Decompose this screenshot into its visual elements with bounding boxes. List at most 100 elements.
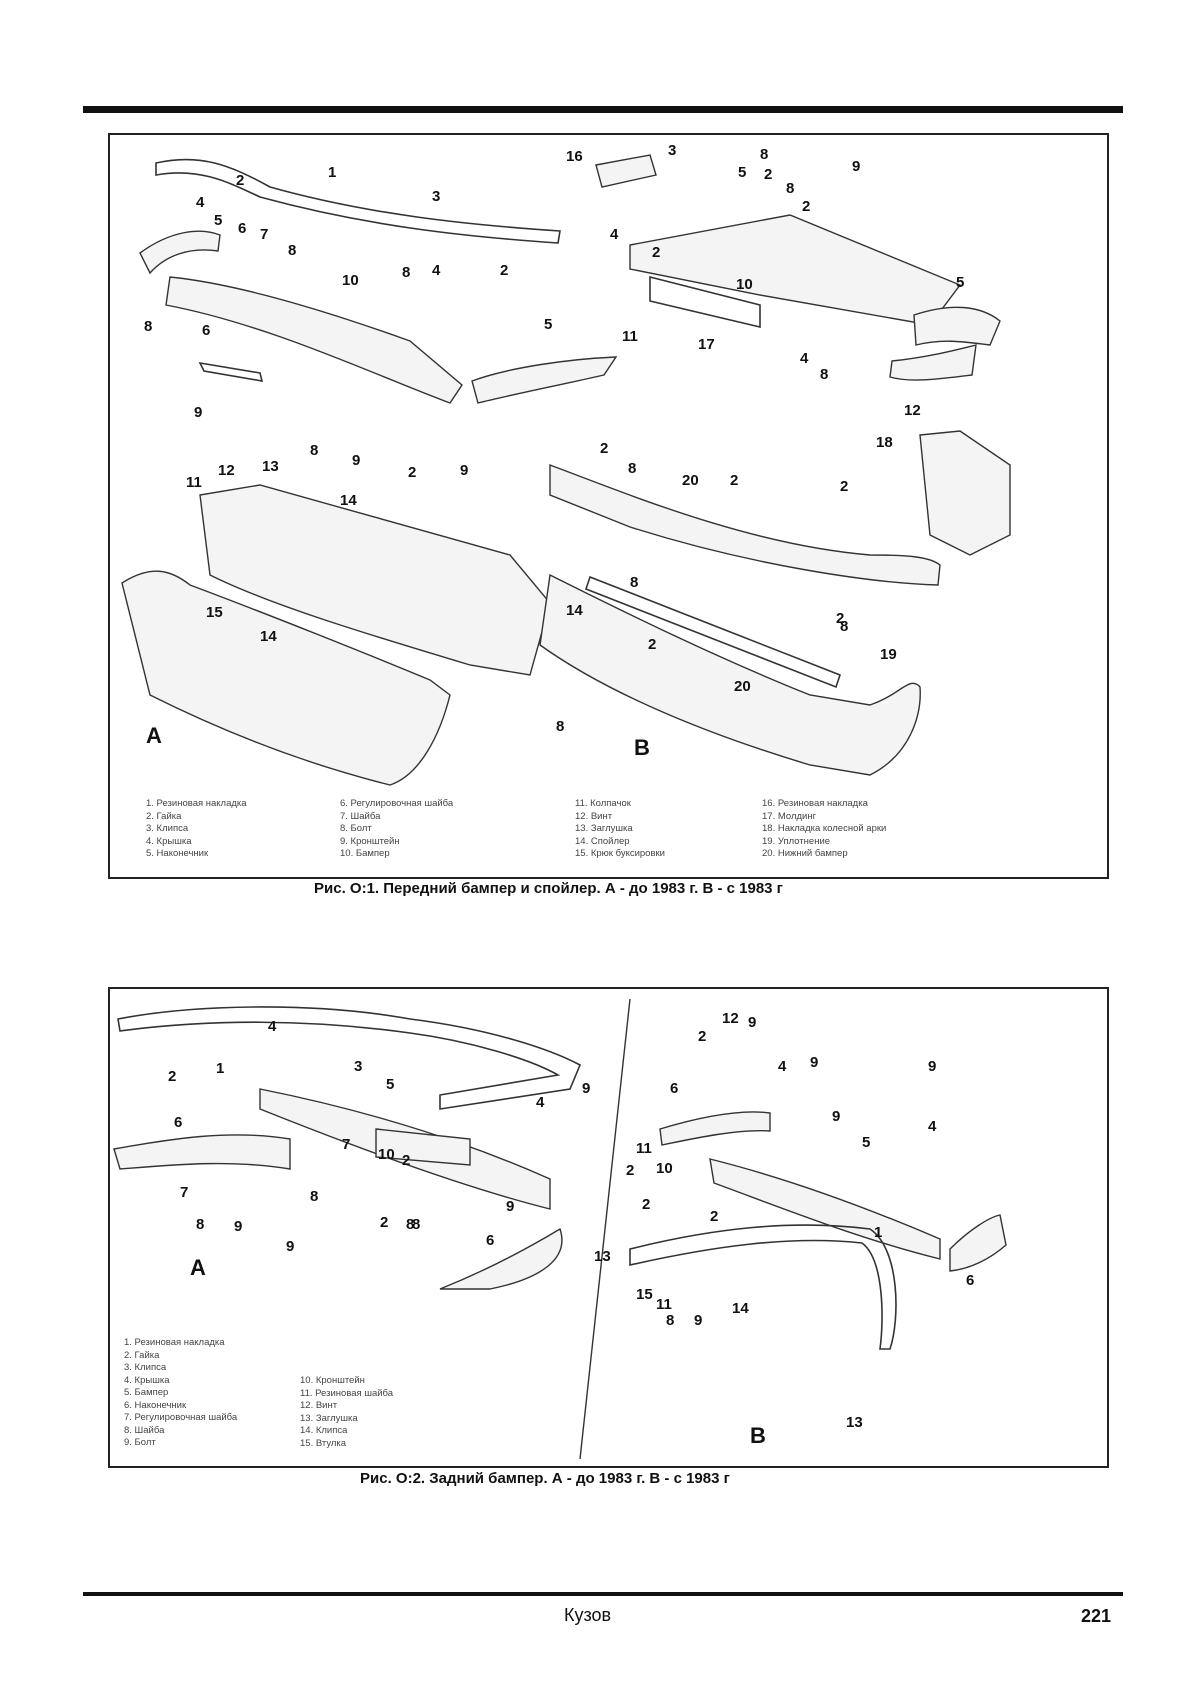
legend-item: 19. Уплотнение	[762, 835, 831, 847]
lower-bumper-upper	[549, 463, 941, 586]
callout-number: 9	[694, 1312, 702, 1329]
legend-item: 10. Кронштейн	[300, 1375, 365, 1386]
figure1-legend-col3: 11. Колпачок 12. Винт 13. Заглушка 14. С…	[575, 798, 665, 861]
rubber-strip-part	[155, 158, 561, 244]
callout-number: 1	[216, 1060, 224, 1077]
end-part-right	[471, 356, 618, 404]
section-divider	[579, 998, 631, 1460]
legend-item: 12. Винт	[300, 1400, 338, 1411]
callout-number: 5	[386, 1076, 394, 1093]
end-cap-part	[139, 230, 221, 275]
legend-item: 6. Наконечник	[124, 1399, 187, 1411]
end-part-b-left	[659, 1111, 771, 1146]
callout-number: 6	[486, 1232, 494, 1249]
callout-number: 19	[880, 646, 897, 663]
callout-number: 17	[698, 336, 715, 353]
callout-number: 5	[956, 274, 964, 291]
callout-number: 3	[354, 1058, 362, 1075]
spoiler-part-lower	[121, 570, 451, 786]
callout-number: 4	[196, 194, 205, 211]
callout-number: 6	[966, 1272, 974, 1289]
rubber-strip-b-part	[629, 1224, 897, 1350]
callout-number: 4	[800, 350, 809, 367]
legend-item: 13. Заглушка	[575, 823, 633, 834]
callout-number: 2	[402, 1152, 410, 1169]
legend-item: 13. Заглушка	[300, 1412, 358, 1424]
callout-number: 13	[846, 1414, 863, 1431]
callout-number: 1	[874, 1224, 882, 1241]
end-part-bottom	[439, 1227, 563, 1290]
callout-number: 2	[600, 440, 608, 457]
end-part-b-right	[949, 1214, 1007, 1272]
callout-number: 8	[412, 1216, 420, 1233]
legend-item: 20. Нижний бампер	[762, 848, 848, 859]
legend-item: 7. Шайба	[340, 810, 381, 822]
callout-number: 10	[342, 272, 359, 289]
legend-item: 2. Гайка	[146, 810, 182, 822]
callout-number: 2	[642, 1196, 650, 1213]
figure2-caption: Рис. О:2. Задний бампер. А - до 1983 г. …	[360, 1470, 730, 1487]
bottom-rule	[83, 1592, 1123, 1596]
callout-number: 2	[380, 1214, 388, 1231]
callout-number: 8	[406, 1216, 414, 1233]
legend-item: 7. Регулировочная шайба	[124, 1412, 238, 1423]
legend-item: 3. Клипса	[146, 823, 189, 834]
callout-number: 8	[144, 318, 152, 335]
legend-item: 5. Наконечник	[146, 848, 209, 859]
callout-number: 5	[738, 164, 746, 181]
callout-number: 11	[636, 1140, 652, 1157]
legend-item: 8. Болт	[340, 823, 372, 834]
callout-number: 3	[432, 188, 440, 205]
legend-item: 14. Клипса	[300, 1425, 348, 1436]
callout-number: 14	[260, 628, 277, 645]
callout-number: 2	[802, 198, 810, 215]
callout-number: 9	[852, 158, 860, 175]
legend-item: 4. Крышка	[124, 1374, 170, 1386]
callout-number: 2	[710, 1208, 718, 1225]
callout-number: 6	[238, 220, 246, 237]
callout-number: 15	[636, 1286, 653, 1303]
legend-item: 5. Бампер	[124, 1387, 169, 1398]
section-label: A	[190, 1255, 206, 1280]
rubber-pad-part	[595, 154, 657, 188]
legend-item: 12. Винт	[575, 810, 613, 822]
wheel-arch-part	[919, 430, 1011, 556]
figure1-legend-col2: 6. Регулировочная шайба 7. Шайба 8. Болт…	[340, 798, 453, 861]
callout-number: 20	[734, 678, 751, 695]
legend-item: 8. Шайба	[124, 1424, 165, 1436]
callout-number: 13	[594, 1248, 611, 1265]
callout-number: 4	[268, 1018, 277, 1035]
callout-number: 8	[402, 264, 410, 281]
legend-item: 18. Накладка колесной арки	[762, 823, 887, 834]
callout-number: 9	[582, 1080, 590, 1097]
callout-number: 3	[668, 142, 676, 159]
callout-number: 1	[328, 164, 336, 181]
legend-item: 15. Крюк буксировки	[575, 848, 665, 859]
callout-number: 9	[506, 1198, 514, 1215]
callout-number: 11	[656, 1296, 672, 1313]
legend-item: 16. Резиновая накладка	[762, 798, 868, 809]
callout-number: 7	[180, 1184, 188, 1201]
callout-number: 8	[666, 1312, 674, 1329]
figure1-legend-col1: 1. Резиновая накладка 2. Гайка 3. Клипса…	[146, 798, 247, 861]
callout-number: 6	[202, 322, 210, 339]
legend-item: 9. Болт	[124, 1437, 156, 1448]
callout-number: 8	[288, 242, 296, 259]
callout-number: 5	[214, 212, 222, 229]
figure1-legend-col4: 16. Резиновая накладка 17. Молдинг 18. Н…	[762, 798, 886, 861]
callout-number: 2	[764, 166, 772, 183]
callout-number: 11	[186, 474, 202, 491]
spoiler-part-upper	[199, 484, 551, 676]
callout-number: 2	[408, 464, 416, 481]
callout-number: 2	[730, 472, 738, 489]
legend-item: 2. Гайка	[124, 1349, 160, 1361]
section-label: A	[146, 723, 162, 748]
callout-number: 16	[566, 148, 583, 165]
callout-number: 10	[656, 1160, 673, 1177]
callout-number: 2	[626, 1162, 634, 1179]
callout-number: 4	[778, 1058, 787, 1075]
end-part-left	[113, 1134, 291, 1170]
moulding-part	[649, 275, 761, 329]
legend-item: 3. Клипса	[124, 1362, 167, 1373]
